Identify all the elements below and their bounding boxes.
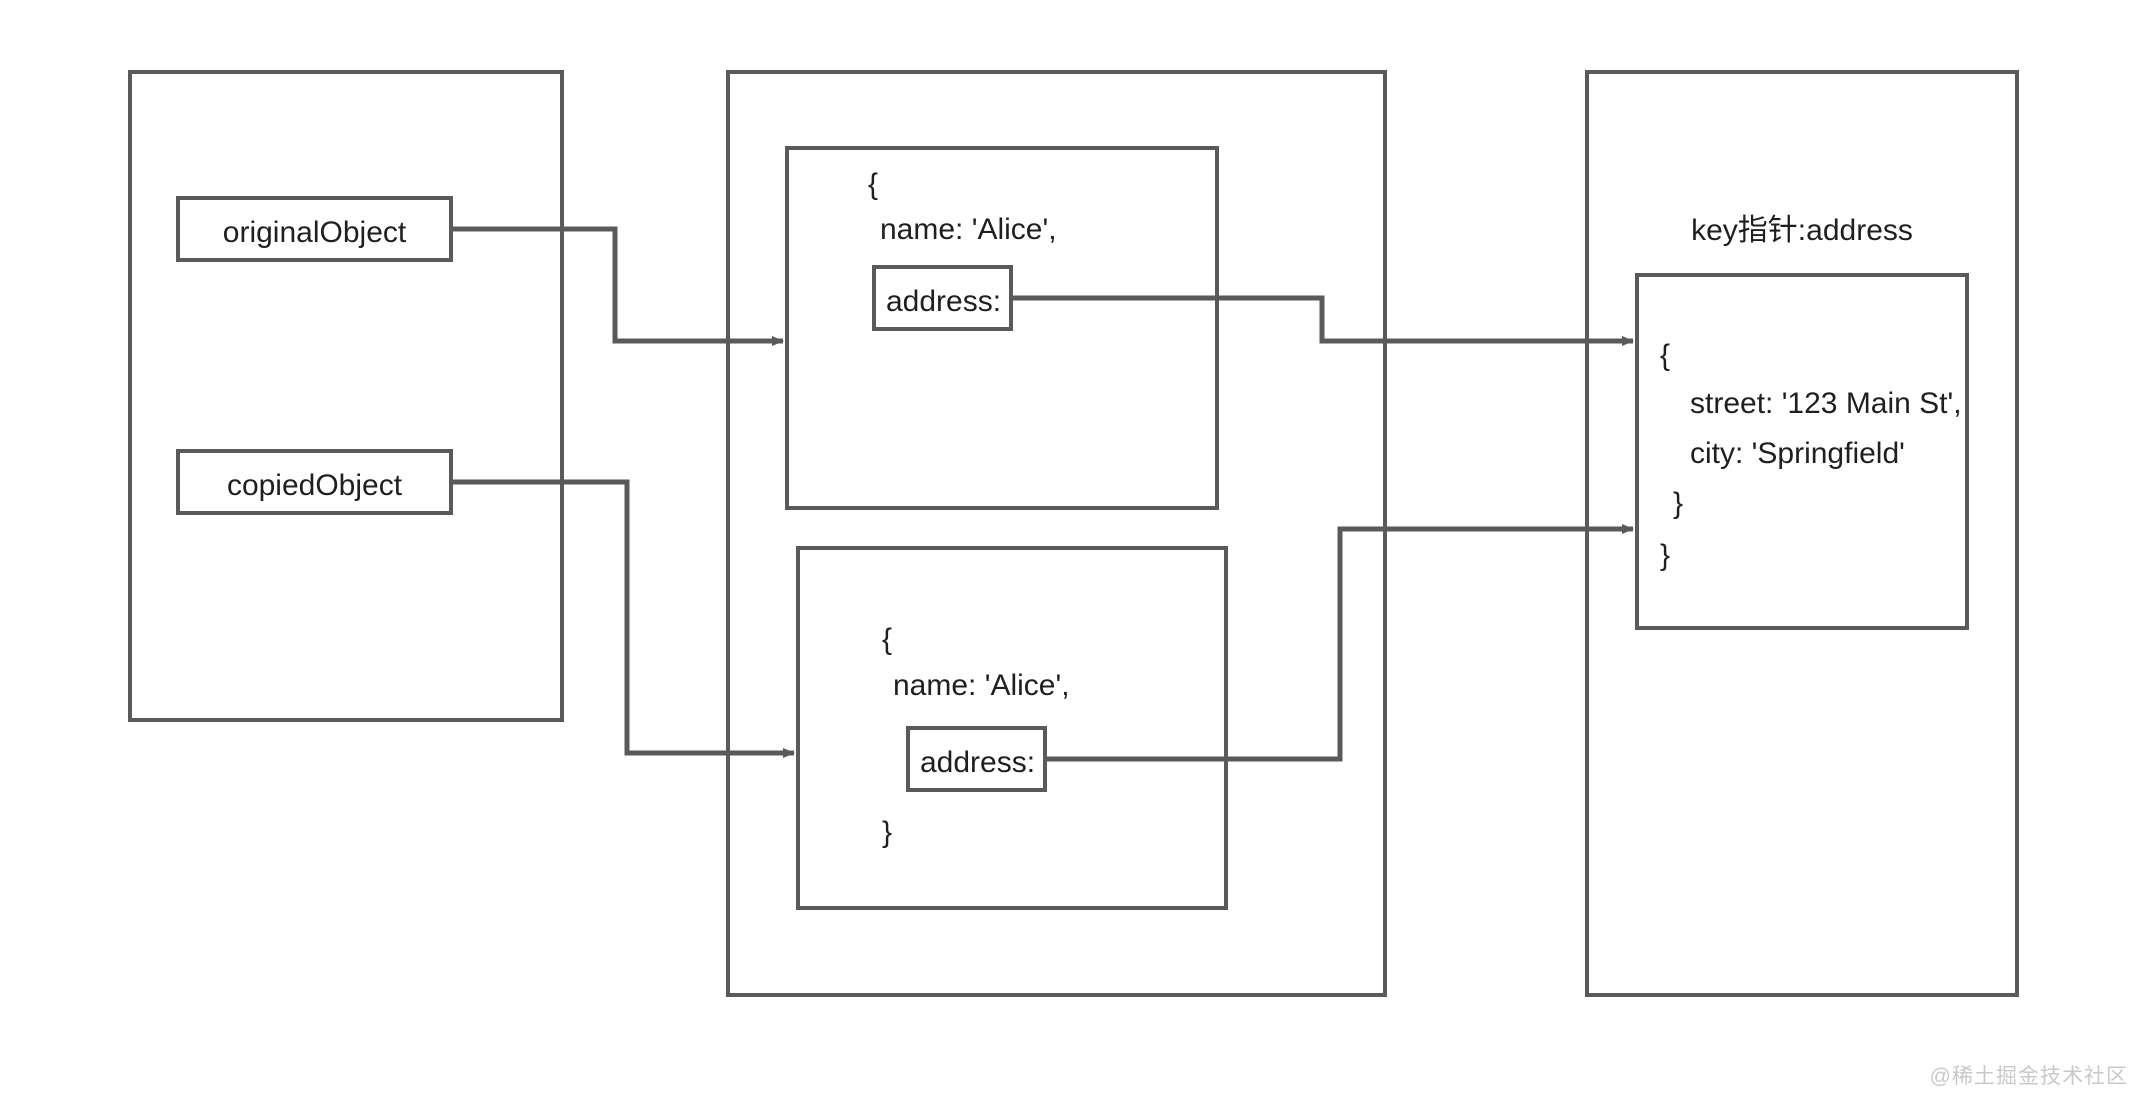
copied-object-variable-box[interactable] bbox=[176, 449, 453, 515]
address-object-literal-box bbox=[1635, 273, 1969, 630]
original-literal-line-open-brace: { bbox=[868, 168, 879, 201]
connector-copiedobject bbox=[451, 479, 795, 758]
heap-objects-panel-border bbox=[726, 70, 1387, 997]
shared-address-panel-border bbox=[1585, 70, 2019, 997]
address-literal-line-open-brace: { bbox=[1660, 339, 1671, 372]
original-literal-line-name: name: 'Alice', bbox=[880, 213, 1057, 246]
address-literal-line-outer-close-brace: } bbox=[1660, 539, 1671, 572]
address-literal-line-street: street: '123 Main St', bbox=[1690, 387, 1962, 420]
address-literal-line-inner-close-brace: } bbox=[1673, 487, 1684, 520]
connector-copied-address bbox=[1045, 524, 1634, 762]
address-literal-line-city: city: 'Springfield' bbox=[1690, 437, 1905, 470]
copied-literal-line-address-key: address: bbox=[920, 746, 1036, 779]
variables-scope-panel-border bbox=[128, 70, 564, 722]
copied-literal-line-close-brace: } bbox=[882, 816, 893, 849]
copied-address-key-box[interactable] bbox=[906, 726, 1047, 792]
copied-literal-line-name: name: 'Alice', bbox=[893, 669, 1070, 702]
copied-literal-line-open-brace: { bbox=[882, 623, 893, 656]
watermark: @稀土掘金技术社区 bbox=[1929, 1065, 2128, 1088]
variable-label-originalobject: originalObject bbox=[222, 216, 407, 249]
original-address-key-box[interactable] bbox=[872, 265, 1013, 331]
variable-label-copiedobject: copiedObject bbox=[226, 469, 403, 502]
shared-address-pointer-label: key指针:address bbox=[1691, 214, 1913, 247]
original-literal-line-address-key: address: bbox=[886, 285, 1002, 318]
connector-originalobject bbox=[451, 226, 784, 346]
connector-original-address bbox=[1011, 295, 1634, 346]
